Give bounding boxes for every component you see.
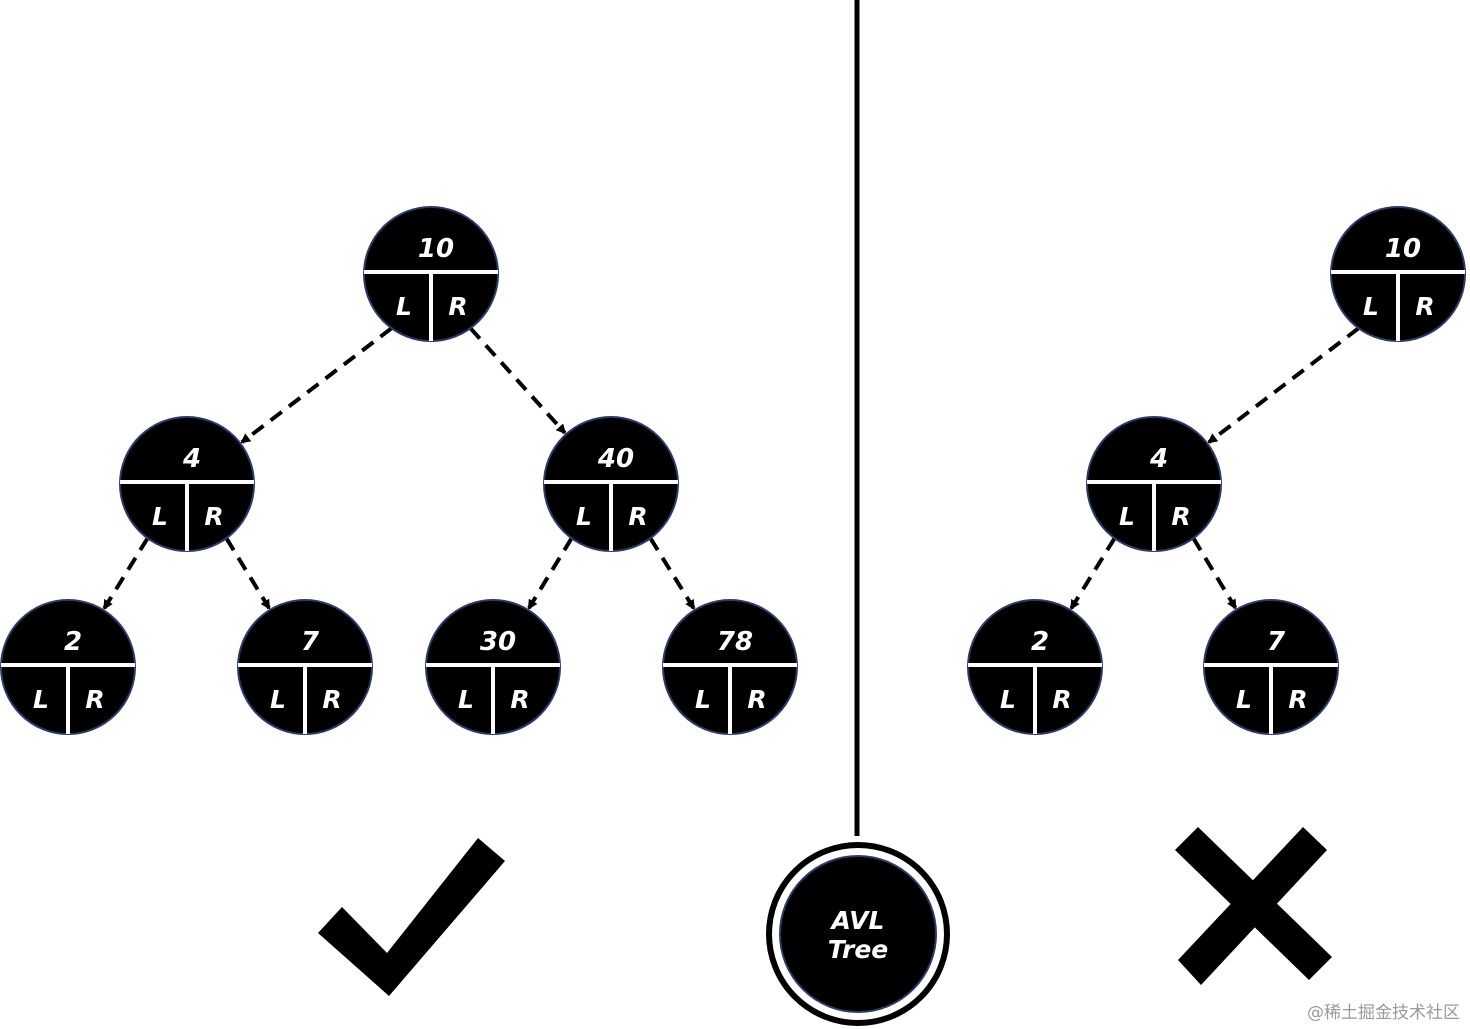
left-edge-n40-n78 [648, 537, 696, 611]
node-value: 10 [418, 234, 454, 264]
left-node-7: 7L R [237, 599, 373, 735]
node-value: 7 [301, 627, 320, 657]
left-edge-n40-n30 [527, 537, 574, 610]
node-value: 4 [182, 444, 201, 474]
node-left-pointer: L [1000, 685, 1016, 714]
node-left-pointer: L [33, 685, 49, 714]
node-right-pointer: R [204, 502, 223, 531]
right-node-7: 7L R [1203, 599, 1339, 735]
right-tree-edges [1069, 326, 1360, 611]
node-left-pointer: L [1363, 292, 1379, 321]
node-left-pointer: L [576, 502, 592, 531]
node-left-pointer: L [396, 292, 412, 321]
node-left-pointer: L [152, 502, 168, 531]
node-value: 78 [717, 627, 753, 657]
cross-icon [1175, 827, 1332, 985]
right-edge-m4-m2 [1069, 537, 1117, 611]
left-node-40: 40L R [543, 416, 679, 552]
node-value: 30 [480, 627, 516, 657]
node-value: 10 [1385, 234, 1421, 264]
watermark-text: @稀土掘金技术社区 [1307, 1003, 1460, 1023]
left-node-2: 2L R [0, 599, 136, 735]
node-right-pointer: R [85, 685, 104, 714]
right-node-10: 10L R [1330, 206, 1466, 342]
right-node-4: 4L R [1086, 416, 1222, 552]
node-left-pointer: L [270, 685, 286, 714]
avl-badge-line1: AVL [830, 906, 885, 935]
node-right-pointer: R [628, 502, 647, 531]
node-left-pointer: L [1119, 502, 1135, 531]
check-icon [318, 838, 505, 996]
node-left-pointer: L [458, 685, 474, 714]
left-node-30: 30L R [425, 599, 561, 735]
left-node-78: 78L R [662, 599, 798, 735]
right-node-2: 2L R [967, 599, 1103, 735]
node-right-pointer: R [1171, 502, 1190, 531]
left-edge-n10-n4 [240, 326, 393, 444]
node-value: 2 [1031, 627, 1049, 657]
avl-tree-badge: AVL Tree [766, 842, 950, 1026]
node-left-pointer: L [695, 685, 711, 714]
node-value: 4 [1149, 444, 1168, 474]
left-edge-n4-n7 [224, 537, 271, 610]
node-right-pointer: R [1052, 685, 1071, 714]
node-right-pointer: R [510, 685, 529, 714]
node-value: 40 [597, 444, 634, 474]
node-left-pointer: L [1236, 685, 1252, 714]
left-edge-n4-n2 [102, 537, 150, 611]
node-right-pointer: R [1288, 685, 1307, 714]
node-value: 2 [64, 627, 82, 657]
right-edge-m10-m4 [1207, 326, 1360, 444]
node-value: 7 [1267, 627, 1286, 657]
left-tree-edges [102, 326, 696, 611]
left-node-4: 4L R [119, 416, 255, 552]
left-node-10: 10L R [363, 206, 499, 342]
node-right-pointer: R [322, 685, 341, 714]
node-right-pointer: R [747, 685, 766, 714]
left-edge-n10-n40 [468, 326, 567, 435]
node-right-pointer: R [448, 292, 467, 321]
node-right-pointer: R [1415, 292, 1434, 321]
avl-badge-line2: Tree [828, 935, 889, 964]
right-edge-m4-m7 [1191, 537, 1238, 610]
